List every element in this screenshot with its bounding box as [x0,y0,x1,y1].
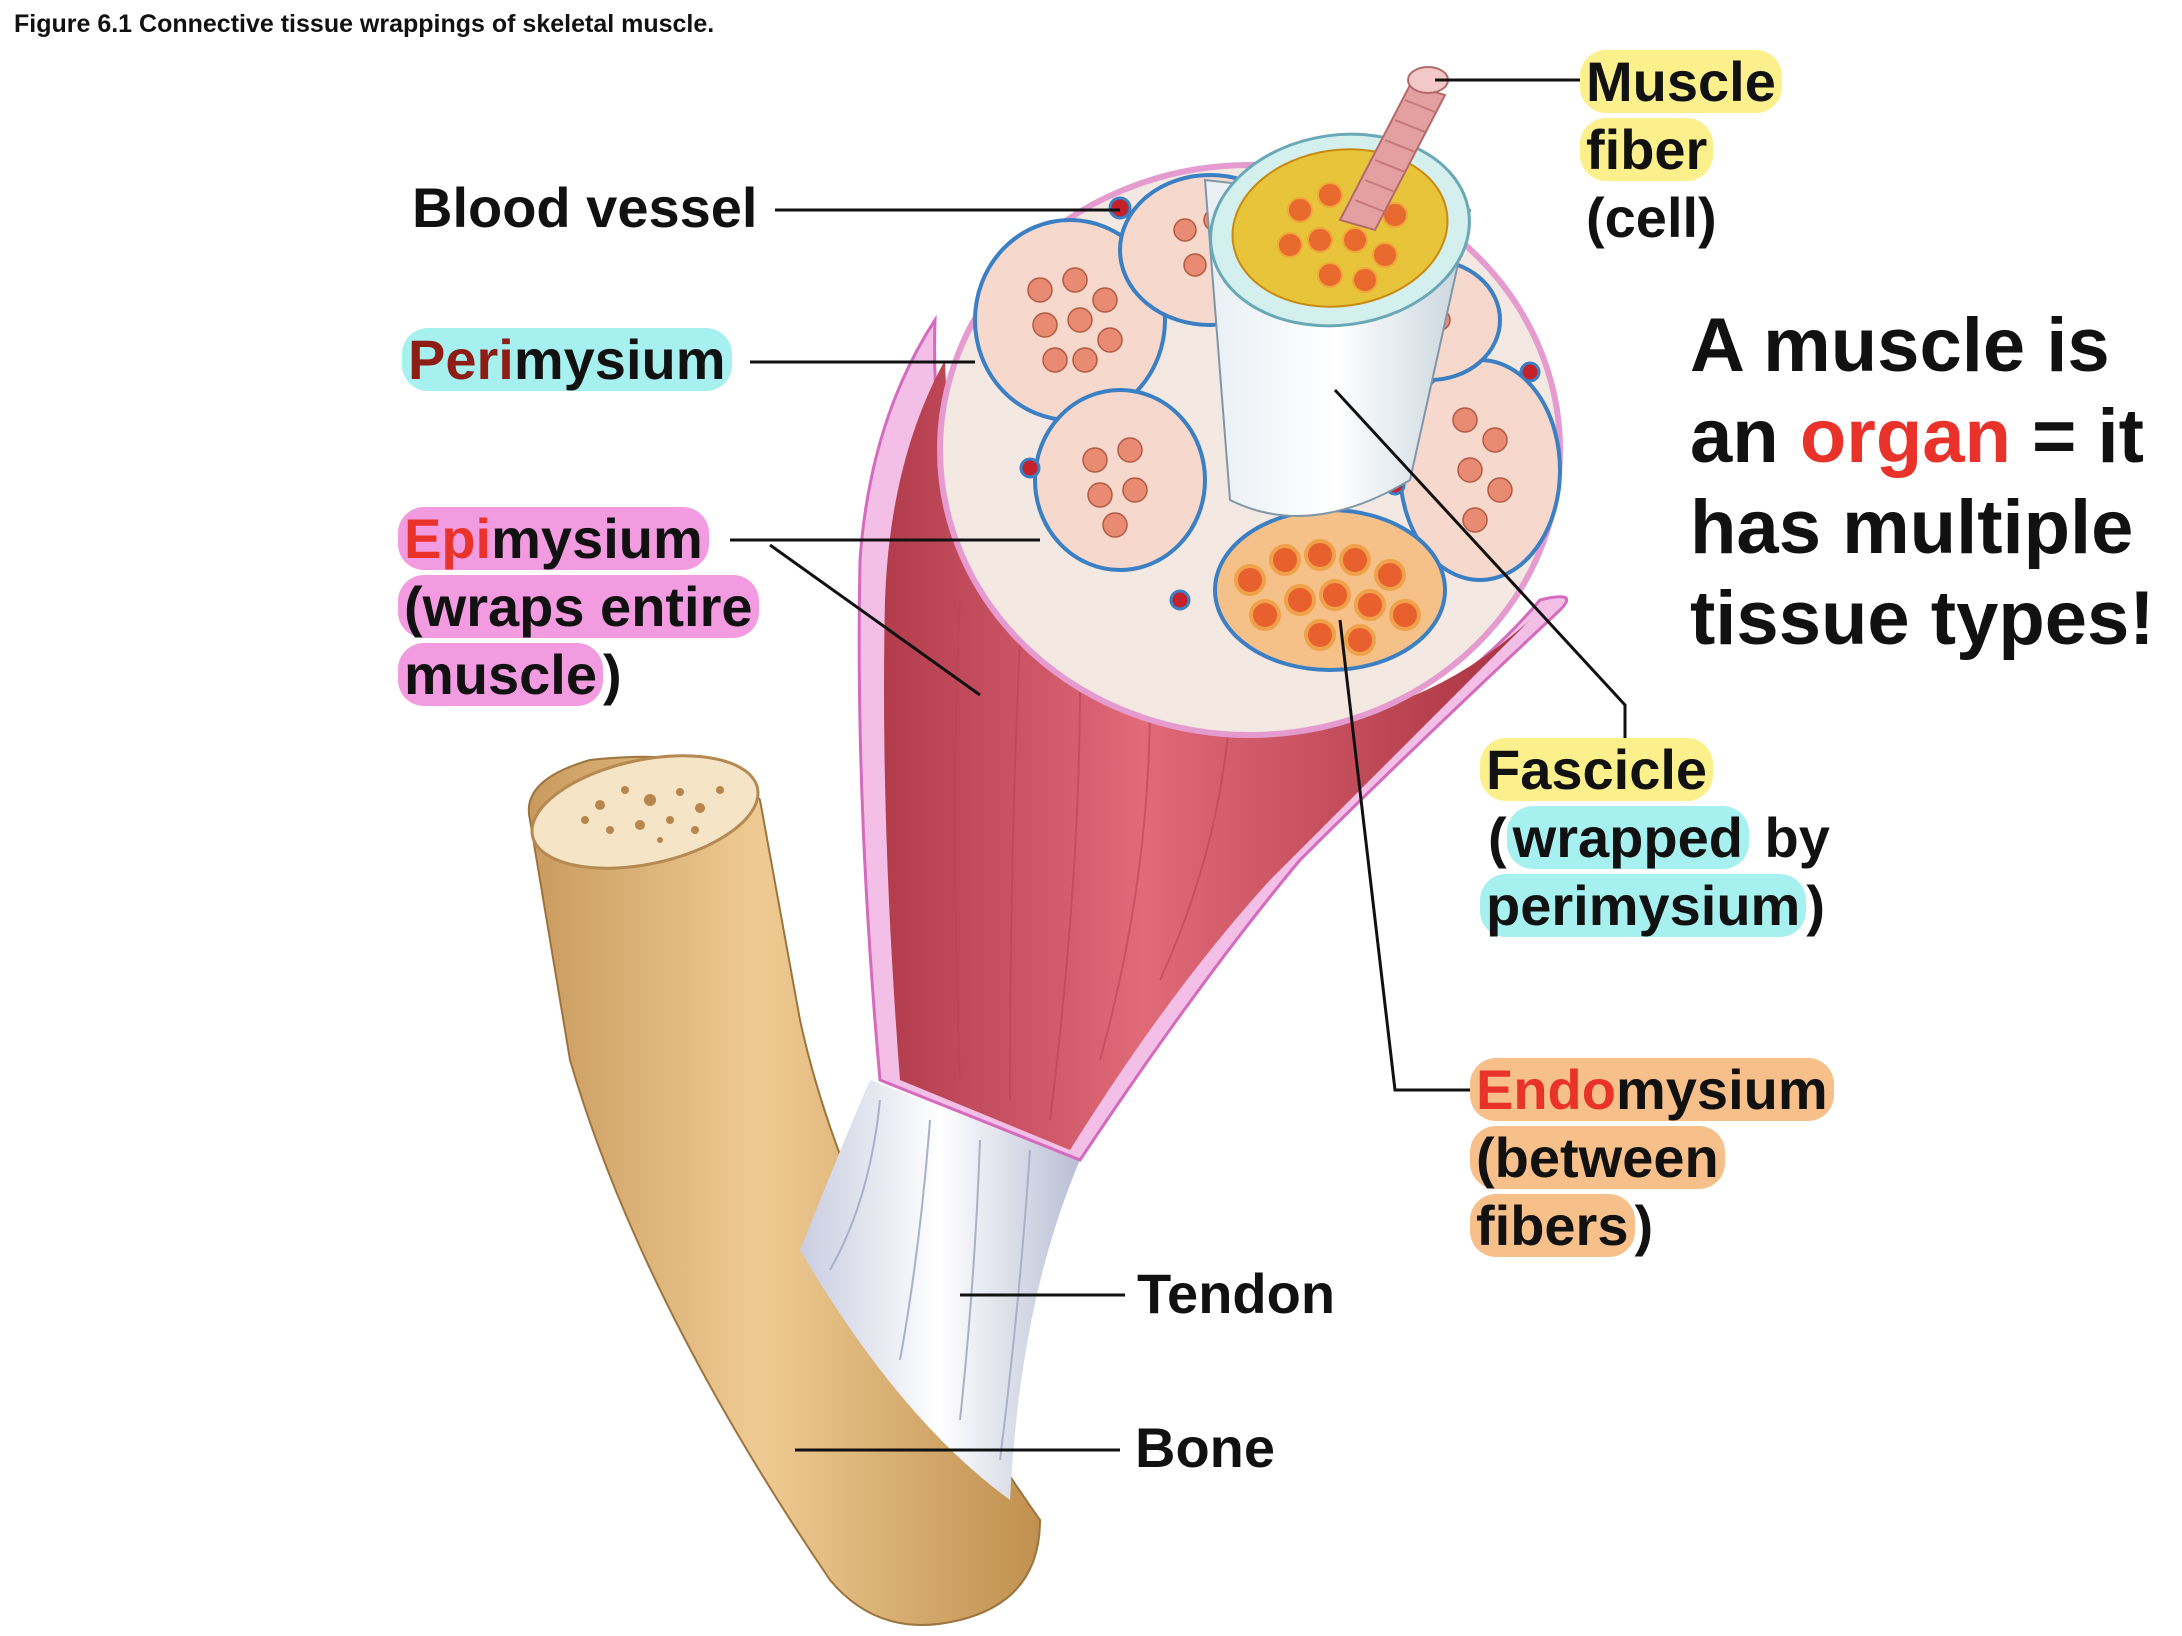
label-fascicle-close: ) [1806,874,1825,937]
label-perimysium-suffix: mysium [513,328,726,391]
label-endomysium-note2: fibers [1470,1194,1635,1257]
organ-note-line3: has multiple [1690,485,2134,570]
label-epimysium-note2-close: ) [603,643,622,706]
label-epimysium-suffix: mysium [491,507,703,570]
figure-caption: Figure 6.1 Connective tissue wrappings o… [14,10,715,38]
organ-note-highlight: organ [1799,394,2011,479]
muscle-belly [884,360,1530,1150]
label-perimysium-prefix: Peri [408,328,514,391]
label-epimysium-note2: muscle [398,643,603,706]
label-epimysium-note1: (wraps entire [398,575,759,638]
label-fascicle-wrapped: wrapped [1506,806,1749,869]
label-endomysium-suffix: mysium [1615,1058,1828,1121]
organ-note-line2: an organ = it [1690,391,2155,482]
tendon [800,1080,1080,1500]
label-fascicle-title: Fascicle [1480,738,1714,801]
label-muscle-fiber: Muscle fiber (cell) [1580,48,1782,252]
fascicle-cylinder [1203,66,1472,517]
label-fascicle-open: ( [1488,806,1507,869]
label-muscle-fiber-line3: (cell) [1586,186,1717,249]
label-fascicle: Fascicle (wrapped by perimysium) [1480,736,1830,940]
endomysium-fascicle-dots [1234,539,1421,656]
label-endomysium-note2-close: ) [1634,1194,1654,1257]
label-blood-vessel: Blood vessel [412,176,758,239]
label-endomysium-prefix: Endo [1476,1058,1616,1121]
organ-note: A muscle is an organ = it has multiple t… [1690,300,2155,664]
label-tendon: Tendon [1137,1262,1336,1325]
label-endomysium-note1: (between [1470,1126,1725,1189]
label-bone: Bone [1135,1416,1275,1479]
blood-vessels [1019,196,1541,611]
leader-lines [730,78,1627,1452]
label-epimysium-prefix: Epi [404,507,492,570]
organ-note-line2-post: = it [2010,394,2144,479]
label-epimysium: Epimysium (wraps entire muscle) [398,505,759,709]
organ-note-line2-pre: an [1690,394,1800,479]
label-perimysium: Perimysium [402,326,732,394]
label-fascicle-by: by [1748,806,1830,869]
organ-note-line1: A muscle is [1690,303,2110,388]
organ-note-line4: tissue types! [1690,576,2155,661]
label-fascicle-perimysium: perimysium [1480,874,1807,937]
label-muscle-fiber-line1: Muscle [1580,50,1782,113]
label-muscle-fiber-line2: fiber [1580,118,1714,181]
label-endomysium: Endomysium (between fibers) [1470,1056,1834,1260]
